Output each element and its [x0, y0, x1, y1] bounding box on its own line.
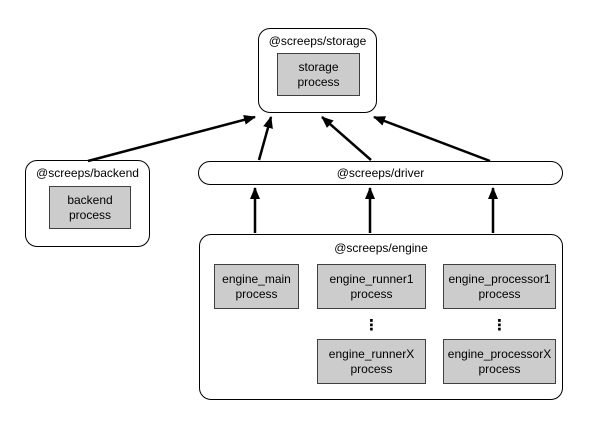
node-backend: @screeps/backend backend process [25, 160, 150, 247]
node-storage-title: @screeps/storage [268, 34, 367, 48]
engine-runner1-process-box: engine_runner1 process [317, 264, 426, 309]
runner-ellipsis: ⋮ [364, 315, 379, 334]
node-driver-title: @screeps/driver [336, 166, 425, 180]
arrow-driver-to-storage-middle [321, 116, 372, 161]
node-storage: @screeps/storage storage process [258, 28, 377, 113]
arrow-driver-to-storage-left [257, 116, 273, 161]
arrow-backend-to-storage [87, 114, 256, 163]
engine-main-process-box: engine_main process [214, 264, 299, 309]
engine-runnerX-process-box: engine_runnerX process [317, 339, 426, 384]
engine-processorX-process-box: engine_processorX process [443, 339, 556, 384]
node-engine-title: @screeps/engine [334, 241, 428, 255]
processor-ellipsis: ⋮ [492, 315, 507, 334]
backend-process-box: backend process [49, 186, 131, 229]
node-driver: @screeps/driver [198, 161, 563, 185]
storage-process-box: storage process [277, 53, 360, 96]
node-engine: @screeps/engine engine_main process engi… [199, 234, 563, 400]
arrow-driver-to-storage-right [373, 115, 491, 163]
node-backend-title: @screeps/backend [36, 166, 139, 180]
engine-processor1-process-box: engine_processor1 process [443, 264, 556, 309]
